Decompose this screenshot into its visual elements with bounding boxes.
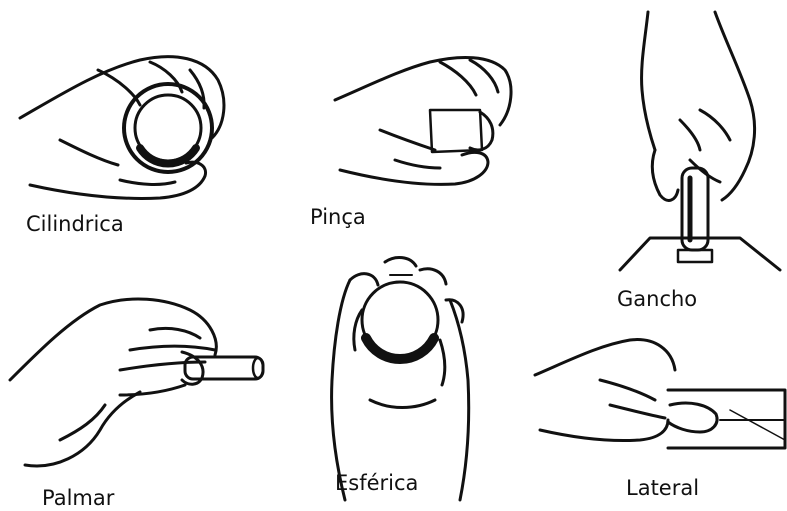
grip-label-gancho: Gancho	[617, 287, 697, 311]
cylindrical-grip-hand-icon	[20, 57, 224, 199]
spherical-grip-hand-icon	[332, 257, 469, 500]
grip-label-cilindrica: Cilindrica	[26, 212, 124, 236]
grip-label-palmar: Palmar	[42, 486, 114, 510]
hook-grip-hand-icon	[620, 12, 780, 270]
palmar-grip-hand-icon	[10, 299, 263, 466]
grip-label-esferica: Esférica	[335, 471, 418, 495]
lateral-grip-hand-icon	[535, 340, 785, 448]
grip-label-lateral: Lateral	[626, 476, 699, 500]
pinch-grip-hand-icon	[335, 57, 511, 184]
grip-label-pinca: Pinça	[310, 205, 366, 229]
